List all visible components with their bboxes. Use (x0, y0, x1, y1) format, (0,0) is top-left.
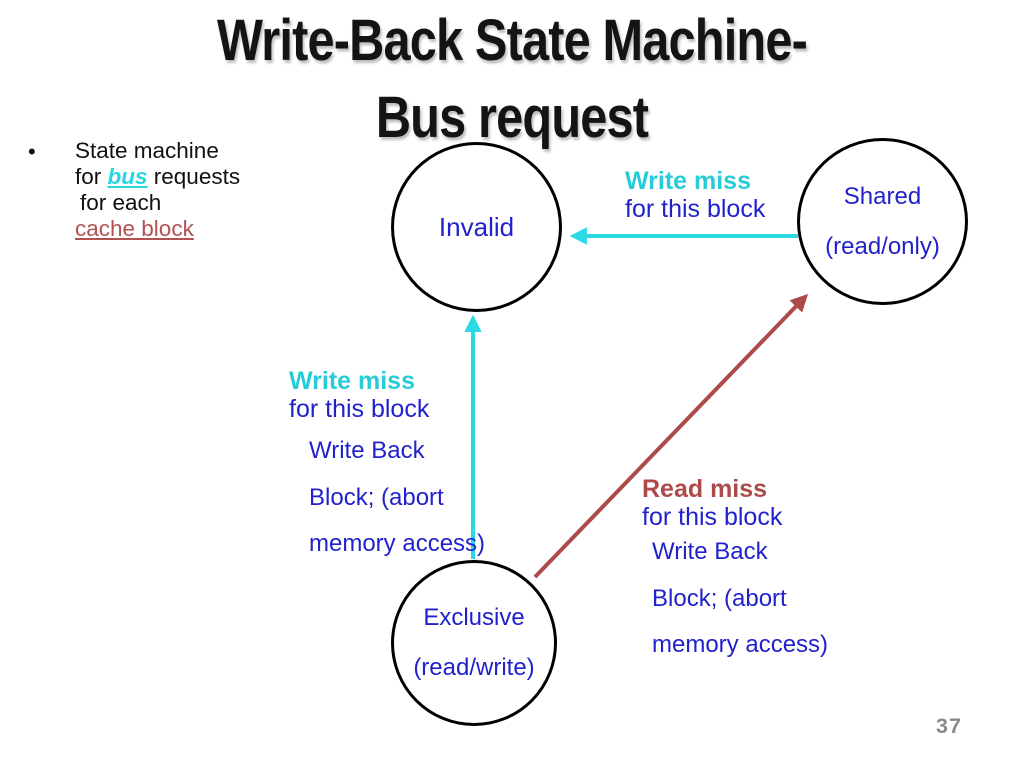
label-write-miss-shared-to-invalid: Write miss for this block (625, 167, 765, 223)
label-write-miss-top-event: Write miss (625, 167, 751, 195)
state-sublabel-shared: (read/only) (825, 232, 940, 260)
action-write-back-left: Write Back Block; (abort memory access) (309, 428, 485, 568)
label-write-miss-top-detail: for this block (625, 195, 766, 223)
slide-title: Write-Back State Machine- Bus request (82, 2, 942, 156)
action-left-line1: Write Back (309, 437, 425, 464)
state-label-exclusive: Exclusive (423, 604, 525, 631)
slide-title-line2: Bus request (375, 85, 649, 150)
state-node-invalid: Invalid (391, 142, 562, 312)
action-left-line3: memory access) (309, 530, 486, 557)
state-node-exclusive: Exclusive (read/write) (391, 560, 557, 726)
state-label-shared: Shared (843, 182, 922, 210)
state-node-shared: Shared (read/only) (797, 138, 968, 305)
bullet-line2-post: requests (147, 164, 241, 189)
bullet-line2: for bus requests (75, 164, 240, 190)
label-read-miss-detail: for this block (642, 503, 783, 531)
bullet-line3: for each (80, 190, 162, 215)
label-write-miss-left-event: Write miss (289, 367, 415, 395)
bus-link[interactable]: bus (107, 164, 148, 189)
label-read-miss-exclusive-to-shared: Read miss for this block (642, 475, 782, 531)
state-sublabel-exclusive: (read/write) (413, 654, 535, 681)
bullet-line4: cache block (75, 216, 240, 242)
page-number: 37 (936, 714, 962, 738)
slide-title-line1: Write-Back State Machine- (217, 8, 808, 73)
bullet-text: State machine for bus requests for each … (75, 138, 240, 242)
bullet-line2-pre: for (75, 164, 108, 189)
action-write-back-right: Write Back Block; (abort memory access) (652, 529, 828, 669)
bullet-block: • State machine for bus requests for eac… (28, 138, 240, 242)
bullet-line1: State machine (75, 138, 219, 163)
cache-block-link[interactable]: cache block (75, 216, 194, 241)
action-left-line2: Block; (abort (309, 483, 444, 511)
action-right-line1: Write Back (652, 538, 768, 565)
label-read-miss-event: Read miss (642, 475, 768, 503)
action-right-line3: memory access) (652, 631, 829, 658)
state-label-invalid: Invalid (438, 211, 515, 242)
label-write-miss-left-detail: for this block (289, 395, 430, 423)
label-write-miss-exclusive-to-invalid: Write miss for this block (289, 367, 429, 423)
action-right-line2: Block; (abort (652, 584, 787, 612)
bullet-marker: • (28, 139, 36, 164)
